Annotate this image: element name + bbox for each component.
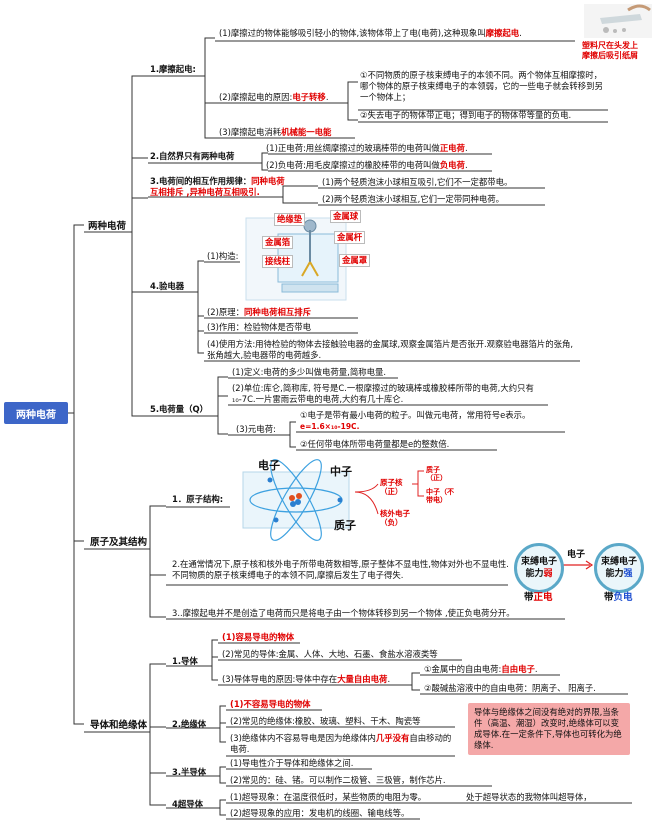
elementary-charge-formula: e=1.6×₁₀-19C. [300,422,360,431]
conductor-insulator-note: 导体与绝缘体之间没有绝对的界限,当条件（高温、潮湿）改变时,绝缘体可以变成导体.… [468,703,630,755]
part-terminal: 接线柱 [262,255,294,268]
atom-outer-electron: 核外电子（负） [380,509,410,527]
quantity-unit: (2)单位:库仑,简称库, 符号是C.一根摩擦过的玻璃棒或橡胶棒所带的电荷,大约… [232,383,534,404]
conductor-examples: (2)常见的导体:金属、人体、大地、石墨、食盐水溶液类等 [222,649,438,659]
solution-free-charge: ②酸碱盐溶液中的自由电荷：阴离子、 阳离子. [424,683,596,693]
conductor-def: (1)容易导电的物体 [222,632,295,642]
insulator-title: 2.绝缘体 [172,719,207,729]
atom-image [242,459,350,541]
insulator-examples: (2)常见的绝缘体:橡胶、玻璃、塑料、干木、陶瓷等 [230,716,421,726]
strong-binding-circle: 束缚电子能力强 [594,543,644,593]
atom-nucleus: 原子核（正） [380,478,403,496]
atom-neutron-small: 中子（不带电） [426,488,454,504]
photo-caption: 塑料尺在头发上摩擦后吸引纸屑 [582,41,638,60]
electroscope-title: 4.验电器 [150,281,185,291]
friction-reason-2: ②失去电子的物体带正电；得到电子的物体带等量的负电. [360,110,572,120]
elementary-charge: (3)元电荷: [236,424,276,434]
electroscope-structure: (1)构造: [207,251,239,261]
electroscope-principle: (2)原理：同种电荷相互排斥 [207,307,311,317]
part-metal-foil: 金属箔 [262,236,294,249]
atom-label-proton: 质子 [334,519,356,532]
section-atom: 原子及其结构 [90,537,148,548]
superconductor-def-right: 处于超导状态的我物体叫超导体， [466,792,592,802]
superconductor-title: 4超导体 [172,799,203,809]
atom-neutral-note: 2.在通常情况下,原子核和核外电子所带电荷数相等,原子整体不显电性,物体对外也不… [172,559,509,580]
root-node: 两种电荷 [4,402,68,424]
weak-binding-circle: 束缚电子能力弱 [514,543,564,593]
atom-label-neutron: 中子 [330,465,352,478]
quantity-title: 5.电荷量（Q） [150,404,209,414]
interaction-title: 3.电荷间的相互作用规律：同种电荷互相排斥 ,异种电荷互相吸引. [150,176,285,197]
electroscope-use: (3)作用：检验物体是否带电 [207,322,311,332]
electroscope-diagram [245,217,347,301]
friction-title: 1.摩擦起电: [150,64,196,74]
semiconductor-examples: (2)常见的：硅、锗。可以制作二极管、三极管，制作芯片. [230,775,446,785]
friction-item-3: (3)摩擦起电消耗机械能一电能 [219,127,332,137]
part-insulating-pad: 绝缘垫 [274,213,306,226]
positive-charge: (1)正电荷:用丝绸摩擦过的玻璃棒带的电荷叫做正电荷. [266,143,468,153]
atom-structure-title: 1．原子结构: [172,494,224,504]
electron-arrow-label: 电子 [567,550,586,560]
nature-title: 2.自然界只有两种电荷 [150,151,235,161]
quantity-definition: (1)定义:电荷的多少叫做电荷量,简称电量. [232,367,387,377]
part-metal-ball: 金属球 [330,210,362,223]
semiconductor-title: 3.半导体 [172,767,207,777]
insulator-def: (1)不容易导电的物体 [230,699,311,709]
conductor-title: 1.导体 [172,656,198,666]
interaction-note-1: (1)两个轻质泡沫小球相互吸引,它们不一定都带电。 [322,177,513,187]
elementary-charge-multiple: ②任何带电体所带电荷量都是e的整数倍. [300,439,450,449]
section-two-charges: 两种电荷 [88,221,127,232]
friction-photo [584,4,652,38]
electroscope-method: (4)使用方法:用待检验的物体去接触验电器的金属球,观察金属箔片是否张开.观察验… [207,339,574,360]
atom-label-electron: 电子 [258,459,280,472]
semiconductor-def: (1)导电性介于导体和绝缘体之间. [230,758,354,768]
conductor-reason: (3)导体导电的原因:导体中存在大量自由电荷. [222,674,391,684]
superconductor-def: (1)超导现象：在温度很低时，某些物质的电阻为零。 [230,792,427,802]
friction-item-1: (1)摩擦过的物体能够吸引轻小的物体,该物体带上了电(电荷),这种现象叫摩擦起电… [219,28,522,38]
weak-result: 带正电 [524,592,553,603]
part-metal-rod: 金属杆 [334,231,366,244]
interaction-note-2: (2)两个轻质泡沫小球相互,它们一定带同种电荷。 [322,194,505,204]
part-metal-cover: 金属罩 [339,254,371,267]
friction-reason-1: ①不同物质的原子核束缚电子的本领不同。两个物体互相摩擦时，哪个物体的原子核束缚电… [360,70,603,102]
friction-item-2: (2)摩擦起电的原因:电子转移. [219,92,329,102]
atom-proton-small: 质子（正） [426,466,447,482]
strong-result: 带负电 [604,592,633,603]
superconductor-application: (2)超导现象的应用：发电机的线圈、输电线等。 [230,808,410,818]
section-conductors: 导体和绝缘体 [90,720,148,731]
friction-not-create: 3..摩擦起电并不是创造了电荷而只是将电子由一个物体转移到另一个物体 ,使正负电… [172,608,515,618]
negative-charge: (2)负电荷:用毛皮摩擦过的橡胶棒带的电荷叫做负电荷. [266,160,468,170]
metal-free-charge: ①金属中的自由电荷:自由电子. [424,664,538,674]
insulator-reason: (3)绝缘体内不容易导电是因为绝缘体内几乎没有自由移动的电荷. [230,733,452,754]
elementary-charge-def: ①电子是带有最小电荷的粒子。叫做元电荷，常用符号e表示。 [300,410,531,420]
